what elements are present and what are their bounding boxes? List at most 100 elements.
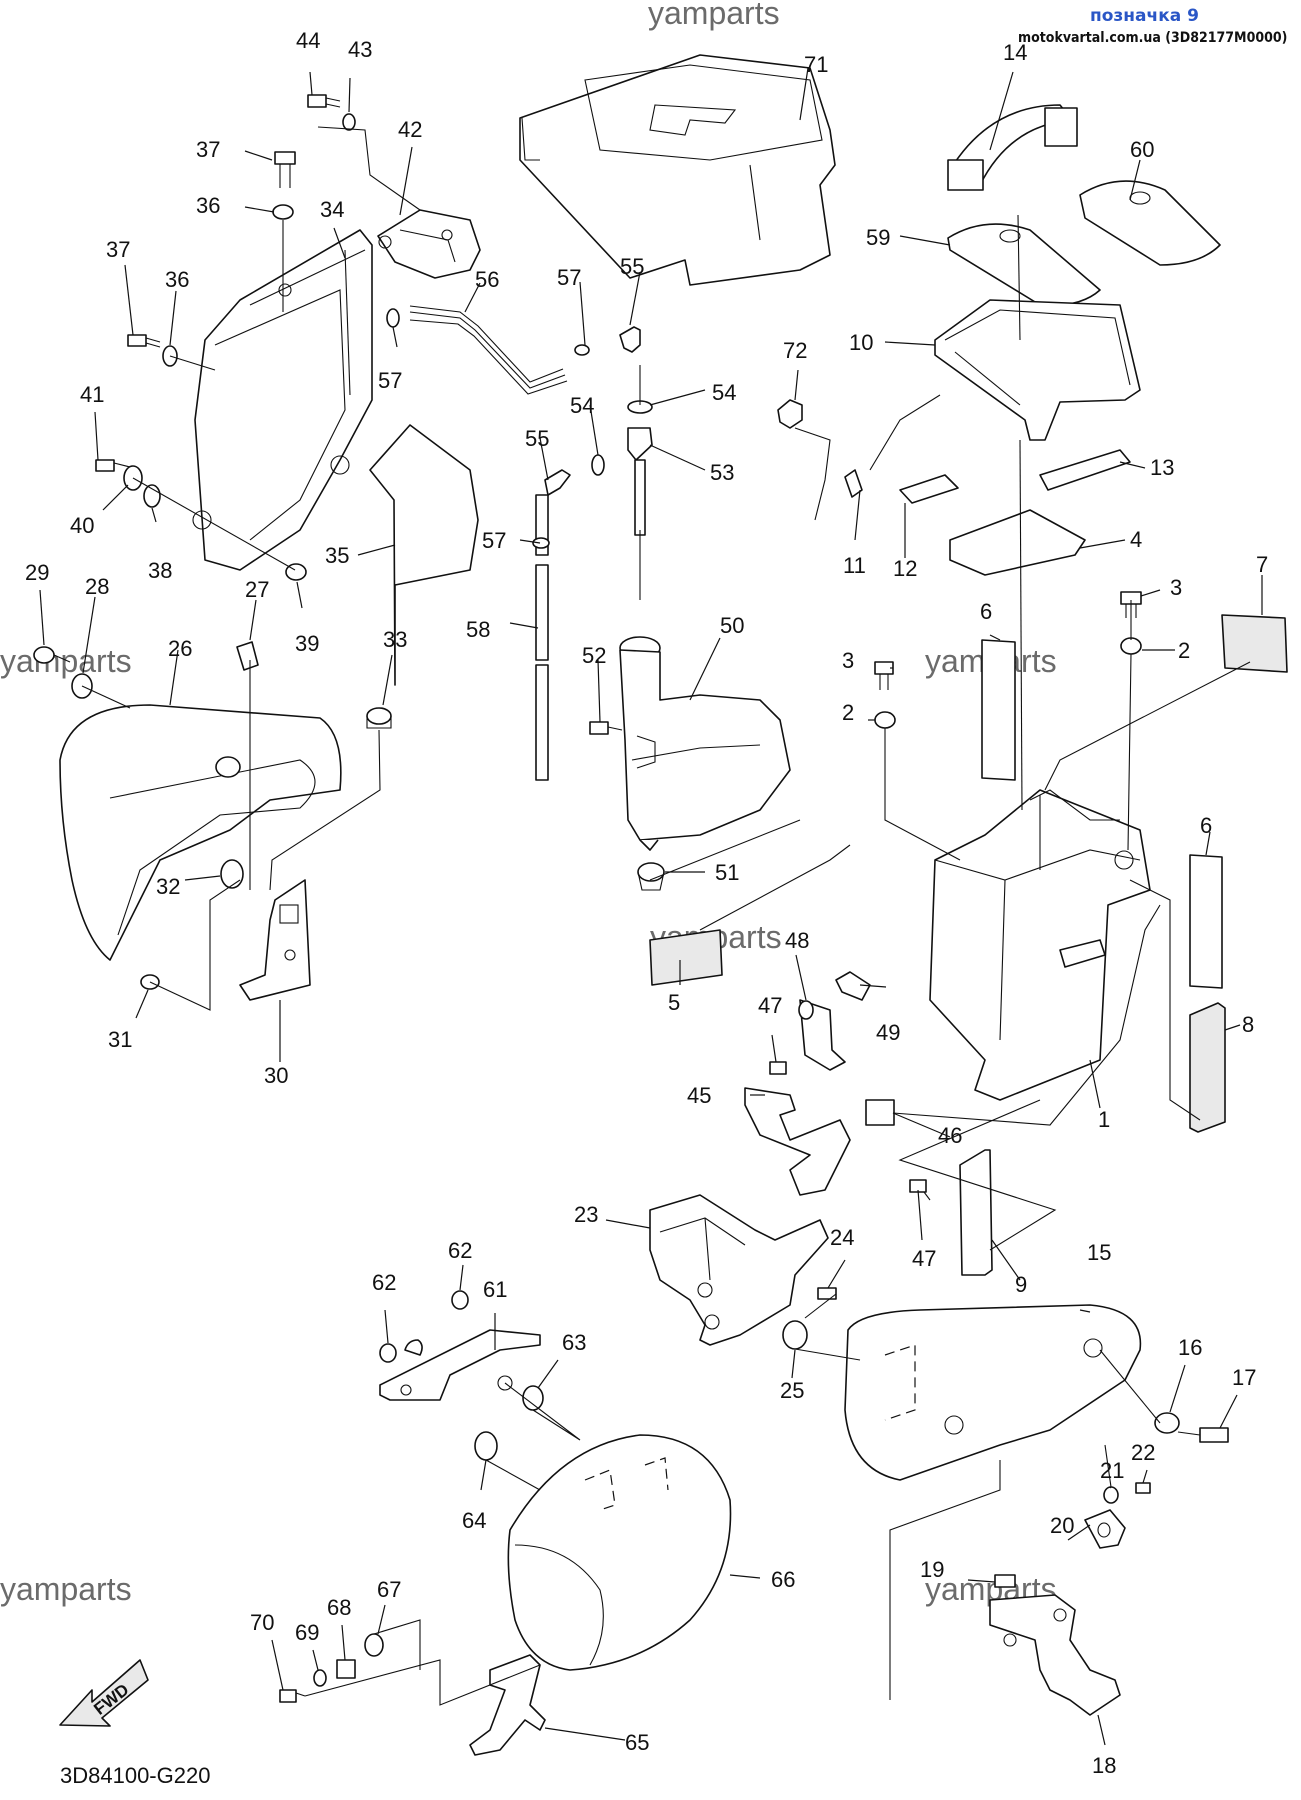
callout-58: 58 [466,617,490,642]
callout-70: 70 [250,1610,274,1635]
part-pad-5 [649,929,723,986]
callout-25: 25 [780,1378,804,1403]
callout-18: 18 [1092,1753,1116,1778]
callout-68: 68 [327,1595,351,1620]
callout-3b: 3 [842,648,854,673]
callout-9: 9 [1015,1272,1027,1297]
callout-31: 31 [108,1027,132,1052]
callout-64: 64 [462,1508,486,1533]
part-hose-56 [386,305,590,395]
callout-56: 56 [475,267,499,292]
part-bracket-65 [469,1654,546,1756]
callout-20: 20 [1050,1513,1074,1538]
part-battery-box-1 [929,789,1151,1101]
callout-49: 49 [876,1020,900,1045]
callout-62: 62 [448,1238,472,1263]
part-tray-10 [934,299,1141,441]
callout-35: 35 [325,543,349,568]
callout-22: 22 [1131,1440,1155,1465]
part-grommet-25 [782,1320,808,1350]
callout-47b: 47 [912,1246,936,1271]
callout-41: 41 [80,382,104,407]
callout-60: 60 [1130,137,1154,162]
assembly-lines [81,126,1251,1706]
callout-36b: 36 [165,267,189,292]
callout-10: 10 [849,330,873,355]
callout-2: 2 [1178,638,1190,663]
part-bracket-48-49 [798,971,871,1071]
callout-36: 36 [196,193,220,218]
part-grommet-64 [474,1431,498,1461]
callout-40: 40 [70,513,94,538]
part-wire-72 [777,399,863,521]
header-title: позначка 9 [1090,6,1199,26]
callout-15: 15 [1087,1240,1111,1265]
callout-23: 23 [574,1202,598,1227]
part-bracket-34 [192,229,373,571]
callout-69: 69 [295,1620,319,1645]
callout-61: 61 [483,1277,507,1302]
callout-67: 67 [377,1577,401,1602]
part-bracket-30 [239,879,311,1001]
part-fasteners-lower-left [279,1633,384,1703]
callout-17: 17 [1232,1365,1256,1390]
watermark: yamparts [0,1571,132,1607]
part-cover-42 [377,209,481,279]
part-grommet-63 [522,1385,544,1411]
callout-4: 4 [1130,527,1142,552]
part-bracket-61 [379,1290,541,1401]
watermark: yamparts [648,0,780,31]
callout-54b: 54 [570,393,594,418]
callout-53: 53 [710,460,734,485]
callout-72: 72 [783,338,807,363]
callout-39: 39 [295,631,319,656]
callout-3: 3 [1170,575,1182,600]
callout-24: 24 [830,1225,854,1250]
callout-8: 8 [1242,1012,1254,1037]
callout-12: 12 [893,556,917,581]
callout-71: 71 [804,52,828,77]
callout-45: 45 [687,1083,711,1108]
part-pad-9 [959,1149,993,1276]
watermark: yamparts [0,643,132,679]
callout-44: 44 [296,28,320,53]
part-pad-59 [947,223,1101,307]
part-strap-14 [947,104,1078,191]
part-shield-35 [369,424,479,686]
part-pad-12 [899,474,959,504]
part-pad-13 [1039,449,1131,491]
part-pad-4 [949,509,1086,576]
callout-11: 11 [843,553,866,578]
callout-46: 46 [938,1123,962,1148]
callout-33: 33 [383,627,407,652]
callout-65: 65 [625,1730,649,1755]
leader-lines [39,67,1263,1746]
callout-66: 66 [771,1567,795,1592]
callout-52: 52 [582,643,606,668]
part-fasteners-15 [1103,1412,1229,1504]
callout-6b: 6 [1200,813,1212,838]
callout-14: 14 [1003,40,1027,65]
part-pad-7 [1221,614,1288,673]
callout-28: 28 [85,574,109,599]
part-bracket-18-20 [989,1509,1126,1716]
callout-2b: 2 [842,700,854,725]
callout-47: 47 [758,993,782,1018]
callout-37b: 37 [106,237,130,262]
callout-32: 32 [156,874,180,899]
callout-42: 42 [398,117,422,142]
callout-54: 54 [712,380,736,405]
part-reservoir-50 [619,636,791,891]
part-fittings-center [532,326,653,781]
callout-55: 55 [620,254,644,279]
callout-48: 48 [785,928,809,953]
part-cover-71 [519,54,836,286]
part-bolt-52 [589,721,623,735]
part-side-cover-15 [844,1304,1142,1481]
callout-37: 37 [196,137,220,162]
fwd-arrow-icon: FWD [59,1659,149,1727]
callout-27: 27 [245,577,269,602]
part-bracket-45 [744,1061,895,1196]
part-pad-6 [981,639,1016,781]
